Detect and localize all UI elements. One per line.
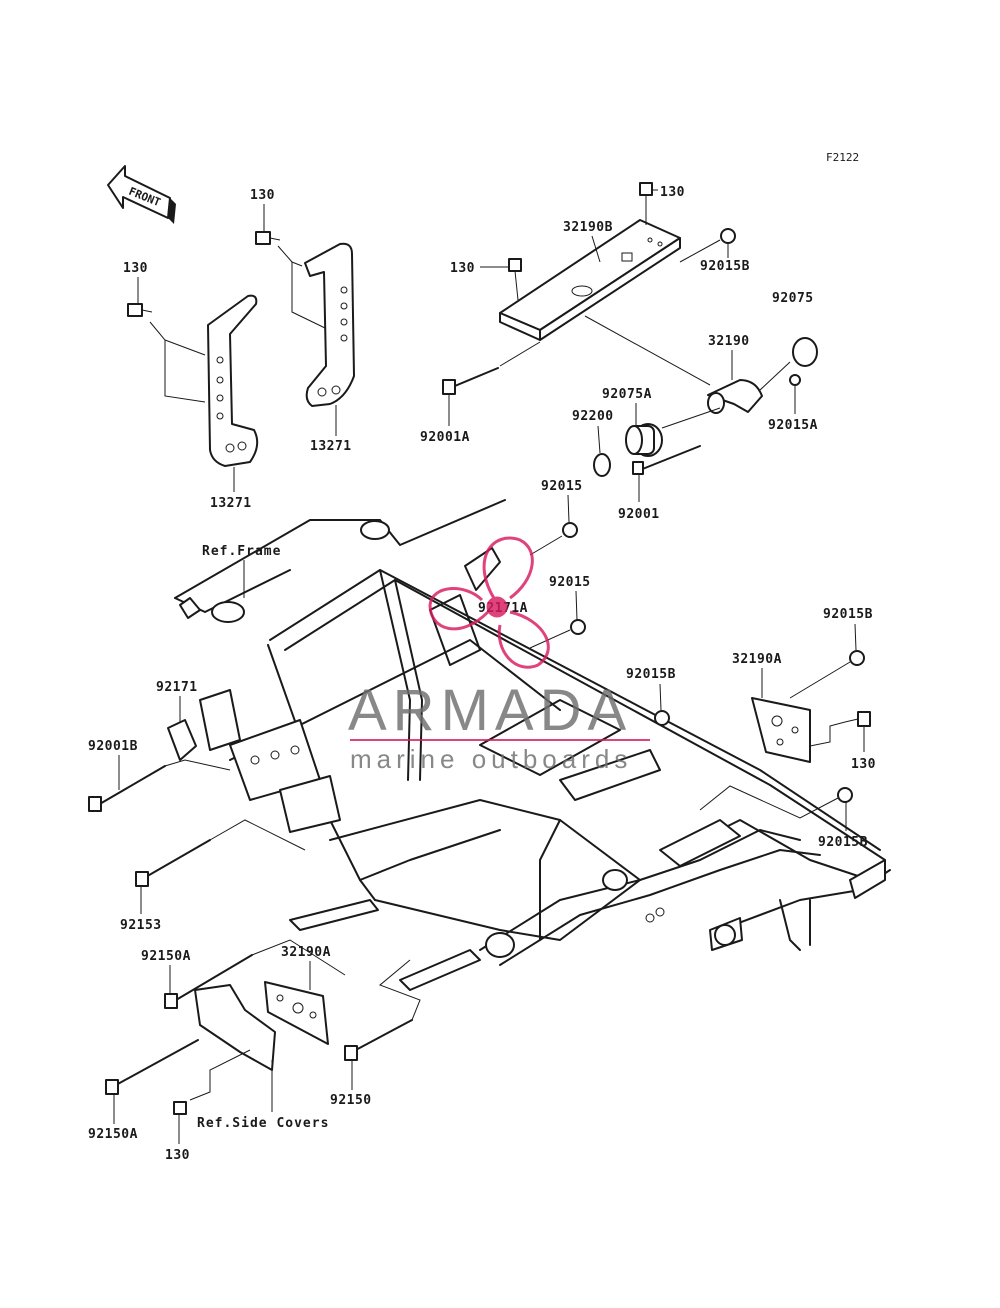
bolt-92150A-bottom <box>105 1039 199 1095</box>
callout-130: 130 <box>123 261 148 276</box>
bracket-92171A <box>464 547 501 591</box>
callout-13271: 13271 <box>310 439 352 454</box>
side-plate <box>194 984 276 1071</box>
bracket-13271-right <box>304 242 355 407</box>
front-arrow-icon: FRONT <box>107 165 176 224</box>
callout-92015B: 92015B <box>700 259 750 274</box>
nut-92015B-right <box>849 650 865 666</box>
callout-130: 130 <box>851 757 876 772</box>
callout-92001: 92001 <box>618 507 660 522</box>
bracket-92171 <box>167 719 197 761</box>
callout-92075A: 92075A <box>602 387 652 402</box>
callout-32190A: 32190A <box>281 945 331 960</box>
watermark: ARMADA marine outboards <box>348 536 650 774</box>
callout-92015A: 92015A <box>768 418 818 433</box>
bolt-92150A-top <box>164 954 253 1009</box>
callout-32190: 32190 <box>708 334 750 349</box>
callout-92015: 92015 <box>549 575 591 590</box>
nut-92015-a <box>562 522 578 538</box>
bolt-92001B <box>88 765 166 812</box>
atv-frame <box>174 499 891 991</box>
bolt-92150 <box>344 1019 413 1061</box>
nut-92015B-top <box>720 228 736 244</box>
ref-side-covers-label: Ref.Side Covers <box>197 1116 329 1131</box>
ref-frame-label: Ref.Frame <box>202 544 281 559</box>
callout-92075: 92075 <box>772 291 814 306</box>
bolt-92153 <box>135 839 211 887</box>
bolt-130-mid <box>508 258 522 301</box>
callout-130: 130 <box>165 1148 190 1163</box>
callout-130: 130 <box>450 261 475 276</box>
callout-92015B: 92015B <box>818 835 868 850</box>
bolt-130-top <box>639 182 653 225</box>
bolt-130-right <box>844 711 871 727</box>
mount-32190 <box>707 337 818 414</box>
callout-92150: 92150 <box>330 1093 372 1108</box>
nut-92015B-lower <box>837 787 853 803</box>
bolt-130-right <box>255 231 281 245</box>
callout-92153: 92153 <box>120 918 162 933</box>
callout-92015B: 92015B <box>823 607 873 622</box>
callout-130: 130 <box>660 185 685 200</box>
propeller-logo-icon <box>428 536 550 669</box>
callout-32190A: 32190A <box>732 652 782 667</box>
watermark-brand: ARMADA <box>348 678 632 743</box>
callout-92001A: 92001A <box>420 430 470 445</box>
callout-92001B: 92001B <box>88 739 138 754</box>
nut-92015B-mid <box>654 710 670 726</box>
nut-92015-b <box>570 619 586 635</box>
callout-130: 130 <box>250 188 275 203</box>
callout-32190B: 32190B <box>563 220 613 235</box>
callout-92015B: 92015B <box>626 667 676 682</box>
callout-92200: 92200 <box>572 409 614 424</box>
callout-92150A: 92150A <box>88 1127 138 1142</box>
bracket-13271-left <box>207 294 259 467</box>
callout-92015: 92015 <box>541 479 583 494</box>
callout-92150A: 92150A <box>141 949 191 964</box>
bolt-130-left <box>127 303 153 317</box>
bolt-92001 <box>632 445 701 475</box>
mount-bracket-32190B <box>499 219 681 341</box>
figure-id: F2122 <box>826 151 859 164</box>
callout-92171: 92171 <box>156 680 198 695</box>
rubber-92075A <box>625 423 663 457</box>
bolt-130-bottom <box>173 1101 187 1115</box>
callout-13271: 13271 <box>210 496 252 511</box>
bolt-92001A <box>442 367 499 395</box>
mount-bracket-32190A-bottom <box>264 981 329 1045</box>
washer-92200 <box>593 453 611 477</box>
watermark-tagline: marine outboards <box>350 744 632 774</box>
mount-bracket-32190A-right <box>751 697 811 763</box>
callout-labels: 130 32190B 130 92015B 92075 32190 92015A… <box>88 185 876 1163</box>
